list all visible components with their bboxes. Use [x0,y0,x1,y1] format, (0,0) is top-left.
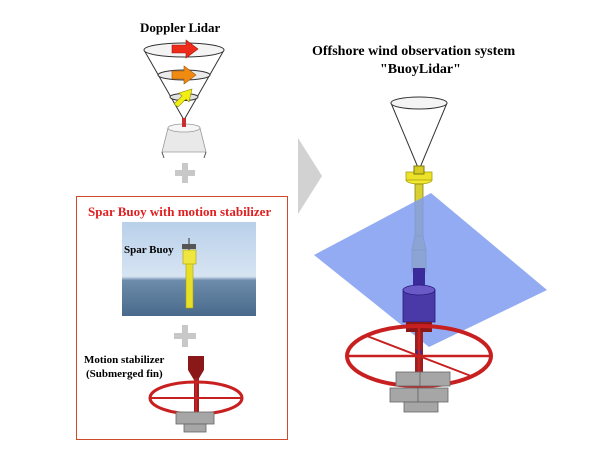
system-subtitle: "BuoyLidar" [380,62,461,77]
wind-arrow-red-icon [171,39,199,59]
sea-surface-plane [314,193,547,347]
stabilizer-label: Motion stabilizer [84,354,165,366]
lidar-title: Doppler Lidar [140,20,221,35]
plus-icon [174,325,196,347]
stabilizer-sublabel: (Submerged fin) [86,368,163,380]
system-lidar-cone [390,96,448,171]
plus-icon [175,163,195,183]
motion-stabilizer-model [148,356,244,433]
system-title: Offshore wind observation system [312,44,516,59]
spar-buoy-title: Spar Buoy with motion stabilizer [88,204,272,219]
spar-buoy-label: Spar Buoy [124,244,174,256]
spar-buoy-panel [76,196,288,440]
spar-buoy-icon [182,238,197,309]
chevron-right-icon [298,138,322,214]
wind-arrow-yellow-icon [173,88,193,108]
system-anchor-blocks [389,371,451,413]
lidar-device [161,118,207,159]
wind-arrow-orange-icon [171,65,197,85]
